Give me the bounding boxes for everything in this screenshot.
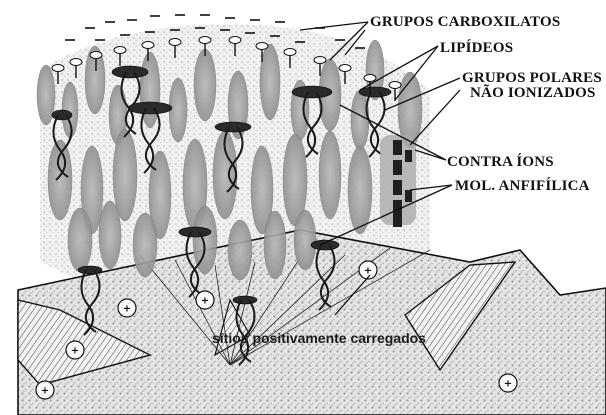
polar-head xyxy=(128,102,172,114)
polar-group-head xyxy=(169,39,181,46)
polar-group-head xyxy=(256,43,268,50)
lipid-ellipse xyxy=(319,131,341,219)
lipid-ellipse xyxy=(48,140,72,220)
lipid-ellipse xyxy=(193,206,217,274)
positive-site-symbol: + xyxy=(364,266,372,277)
polar-group-head xyxy=(364,75,376,82)
polar-head xyxy=(233,296,257,304)
polar-head xyxy=(215,122,251,132)
positive-site-symbol: + xyxy=(201,296,209,307)
positive-site-symbol: + xyxy=(504,379,512,390)
label-amphiphilic: MOL. ANFIFÍLICA xyxy=(455,177,590,194)
lipid-ellipse xyxy=(133,213,157,277)
label-lipids: LIPÍDEOS xyxy=(440,39,513,56)
counter-ion-column xyxy=(380,135,416,227)
polar-head xyxy=(78,266,102,274)
polar-group-head xyxy=(284,49,296,56)
positive-site-symbol: + xyxy=(41,386,49,397)
lipid-ellipse xyxy=(169,78,187,142)
polar-group-head xyxy=(142,42,154,49)
lipid-ellipse xyxy=(351,90,369,150)
label-counter-ions: CONTRA ÍONS xyxy=(447,153,554,170)
polar-group-head xyxy=(52,65,64,72)
polar-group-head xyxy=(229,37,241,44)
lipid-ellipse xyxy=(294,210,316,270)
polar-group-head xyxy=(70,59,82,66)
polar-group-head xyxy=(114,47,126,54)
lipid-ellipse xyxy=(348,146,372,234)
positive-site-symbol: + xyxy=(123,304,131,315)
polar-group-head xyxy=(339,65,351,72)
lipid-ellipse xyxy=(68,208,92,272)
lipid-ellipse xyxy=(99,201,121,269)
lipid-ellipse xyxy=(194,49,216,121)
lipid-ellipse xyxy=(264,211,286,279)
lipid-ellipse xyxy=(260,44,280,120)
label-carboxylates: GRUPOS CARBOXILATOS xyxy=(370,14,560,30)
polar-group-head xyxy=(389,82,401,89)
polar-group-head xyxy=(90,52,102,59)
positive-site-symbol: + xyxy=(71,346,79,357)
polar-head xyxy=(292,86,332,98)
label-polar-groups-line1: GRUPOS POLARES xyxy=(462,70,602,86)
lipid-ellipse xyxy=(228,220,252,280)
label-positive-sites: sítios positivamente carregados xyxy=(212,330,426,346)
polar-head xyxy=(311,240,339,250)
label-polar-groups-line2: NÃO IONIZADOS xyxy=(470,83,596,101)
polar-group-head xyxy=(199,37,211,44)
polar-group-head xyxy=(314,57,326,64)
polar-head xyxy=(112,66,148,78)
polar-head xyxy=(179,227,211,237)
